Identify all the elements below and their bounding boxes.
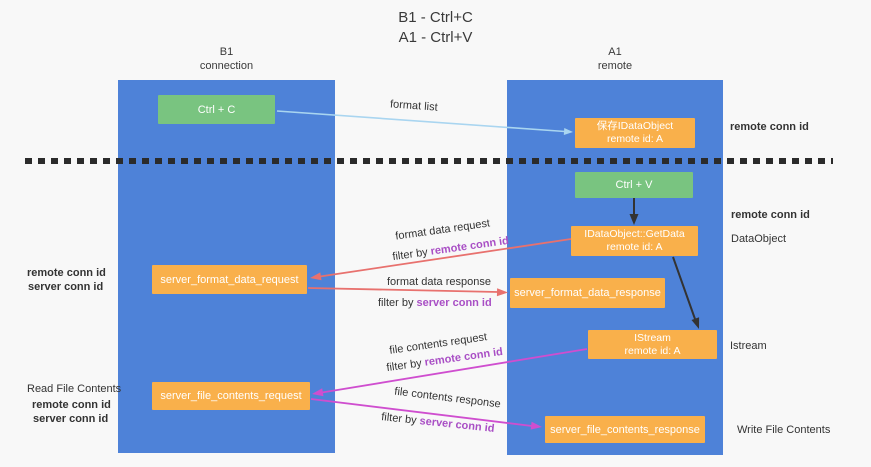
server-file-contents-request-box: server_file_contents_request [152, 382, 310, 410]
idataobject-getdata-box: IDataObject::GetData remote id: A [571, 226, 698, 256]
remote-conn-id-annotation-left-mid: remote conn id [27, 267, 106, 279]
lane-a1-role: remote [597, 60, 633, 72]
server-conn-id-text: server conn id [418, 415, 496, 435]
save-idataobject-line1: 保存IDataObject [596, 120, 674, 132]
ctrl-c-label: Ctrl + C [197, 103, 236, 116]
getdata-line2: remote id: A [606, 241, 663, 253]
istream-annotation: Istream [730, 340, 767, 352]
server-file-contents-request-label: server_file_contents_request [160, 390, 302, 402]
format-list-label: format list [389, 98, 439, 114]
filter-prefix: filter by [385, 356, 426, 375]
server-format-data-request-box: server_format_data_request [152, 265, 307, 294]
server-file-contents-response-label: server_file_contents_response [550, 423, 700, 436]
server-conn-id-annotation-left-mid: server conn id [28, 281, 104, 293]
clipboard-boundary-dashed-line [25, 158, 833, 164]
server-format-data-response-box: server_format_data_response [510, 278, 665, 308]
format-data-response-label: format data response [387, 276, 491, 288]
write-file-contents-annotation: Write File Contents [737, 424, 831, 436]
getdata-line1: IDataObject::GetData [584, 228, 685, 240]
save-idataobject-box: 保存IDataObject remote id: A [575, 118, 695, 148]
dataobject-annotation: DataObject [731, 233, 787, 245]
lane-header-a1: A1 remote [507, 45, 723, 73]
server-conn-id-annotation-left-bottom: server conn id [33, 413, 109, 425]
filter-prefix: filter by [391, 245, 432, 264]
lane-header-b1: B1 connection [118, 45, 335, 73]
lane-b1-name: B1 [219, 46, 234, 58]
remote-conn-id-annotation-top: remote conn id [730, 121, 809, 133]
diagram-title: B1 - Ctrl+C A1 - Ctrl+V [0, 8, 871, 48]
file-contents-response-label: file contents response [393, 385, 502, 411]
istream-box: IStream remote id: A [588, 330, 717, 359]
remote-conn-id-annotation-left-bottom: remote conn id [32, 399, 111, 411]
remote-conn-id-annotation-mid: remote conn id [731, 209, 810, 221]
title-line-2: A1 - Ctrl+V [398, 29, 473, 46]
server-conn-id-text: server conn id [416, 297, 492, 309]
server-format-data-response-label: server_format_data_response [514, 287, 661, 299]
ctrl-c-box: Ctrl + C [158, 95, 275, 124]
ctrl-v-box: Ctrl + V [575, 172, 693, 198]
lane-b1-role: connection [199, 60, 254, 72]
filter-by-server-conn-id-label-1: filter by server conn id [378, 297, 492, 309]
filter-prefix: filter by [380, 411, 421, 428]
istream-line1: IStream [634, 331, 671, 344]
server-format-data-request-label: server_format_data_request [160, 273, 299, 286]
remote-conn-id-text: remote conn id [429, 234, 510, 258]
format-data-response-arrow [307, 287, 508, 297]
filter-prefix: filter by [378, 297, 417, 309]
read-file-contents-annotation: Read File Contents [27, 383, 122, 395]
istream-line2: remote id: A [624, 344, 681, 357]
lane-a1-name: A1 [608, 46, 622, 58]
server-file-contents-response-box: server_file_contents_response [545, 416, 705, 443]
ctrl-v-label: Ctrl + V [615, 179, 653, 191]
title-line-1: B1 - Ctrl+C [398, 9, 473, 26]
filter-by-server-conn-id-label-2: filter by server conn id [381, 411, 495, 435]
save-idataobject-line2: remote id: A [606, 133, 664, 145]
